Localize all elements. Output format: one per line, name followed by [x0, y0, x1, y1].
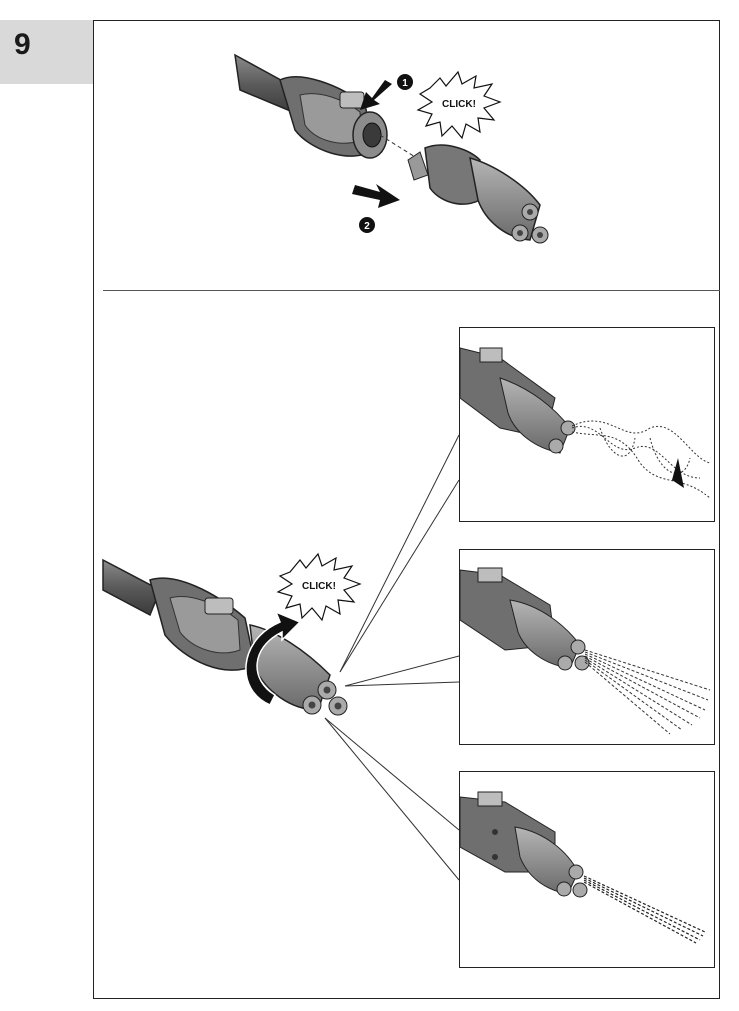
- click-label-bottom: CLICK!: [302, 581, 336, 592]
- spray-mode-panel-jet: [459, 771, 715, 968]
- spray-jet-icon: [460, 791, 706, 944]
- illustration-frame: [93, 20, 720, 999]
- callout-lines: [324, 434, 460, 881]
- step-number: 9: [14, 28, 31, 61]
- rotate-arrow-icon: [245, 610, 302, 706]
- section-divider: [103, 290, 720, 291]
- click-burst-top: CLICK!: [416, 70, 502, 140]
- marker-1-badge: [397, 74, 413, 90]
- step-tab: 9: [0, 20, 93, 84]
- marker-1-label: 1: [402, 78, 408, 89]
- spray-mode-panel-rotating: [459, 327, 715, 522]
- lance-connector: [234, 53, 388, 159]
- spray-fan-icon: [460, 567, 711, 735]
- click-burst-bottom: CLICK!: [276, 552, 362, 622]
- insert-arrow-icon: [352, 184, 400, 208]
- spray-rotating-icon: [460, 347, 711, 499]
- marker-2-label: 2: [364, 221, 370, 232]
- spray-mode-panel-fan: [459, 549, 715, 745]
- spray-nozzle: [407, 144, 549, 244]
- press-arrow-icon: [360, 80, 392, 110]
- lance-bottom: [102, 558, 348, 716]
- click-label-top: CLICK!: [442, 99, 476, 110]
- marker-2-badge: [359, 217, 375, 233]
